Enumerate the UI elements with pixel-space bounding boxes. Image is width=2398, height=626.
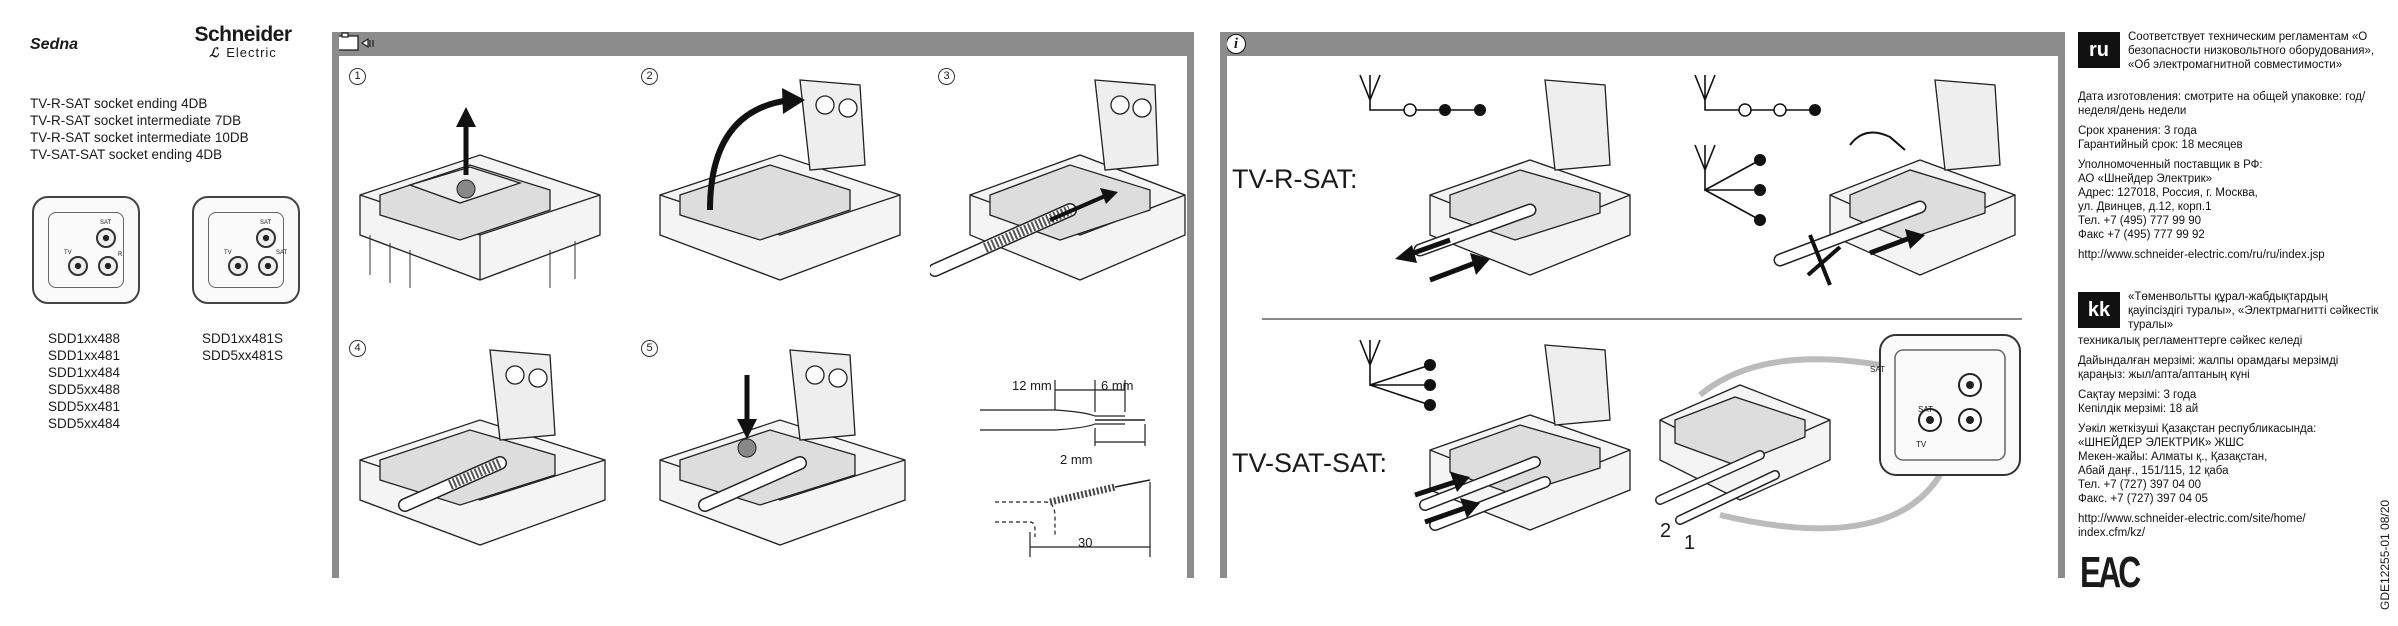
product-code: SDD5xx484: [48, 416, 121, 431]
ru-supplier-name: АО «Шнейдер Электрик»: [2078, 173, 2213, 185]
dimension-label: 2 mm: [1060, 452, 1093, 467]
step-1-remove-screw-drawing: [359, 107, 601, 288]
title-line: TV-R-SAT socket intermediate 10DB: [30, 130, 249, 145]
tv-sat-sat-connection-drawing: [1414, 344, 1631, 531]
eac-mark-icon: EAC: [2080, 548, 2141, 597]
info-right-border: [2058, 32, 2065, 578]
installation-header-bar: [332, 32, 1194, 56]
ru-address-2: ул. Двинцев, д.12, корп.1: [2078, 201, 2212, 213]
ending-antenna-chain-icon: [1359, 74, 1486, 117]
cable-number-label: 1: [1684, 532, 1696, 554]
title-line: TV-SAT-SAT socket ending 4DB: [30, 147, 223, 162]
step-5-tighten-screw-drawing: [659, 349, 906, 546]
installation-left-border: [332, 32, 339, 578]
ru-manufacture-date: Дата изготовления: смотрите на общей упа…: [2078, 91, 2366, 117]
kk-manufacture-date: Дайындалған мерзімі: жалпы орамдағы мерз…: [2078, 355, 2339, 381]
socket-cable-routing-drawing: [1655, 334, 2021, 532]
step-number: 2: [641, 68, 658, 85]
ru-supplier-title: Уполномоченный поставщик в РФ:: [2078, 159, 2263, 171]
kk-section: техникалық регламенттерге сәйкес келеді …: [2078, 334, 2383, 546]
dimension-label: 6 mm: [1101, 378, 1134, 393]
info-header-bar: i: [1220, 32, 2065, 56]
step-3-insert-cable-drawing: [930, 79, 1186, 281]
dimension-label: 30: [1078, 535, 1093, 550]
product-code: SDD1xx481S: [202, 331, 284, 346]
puzzle-tool-icon: [335, 32, 374, 51]
product-codes-right: SDD1xx481S SDD5xx481S: [202, 330, 283, 364]
brand-logo: Schneider ℒ Electric: [178, 24, 308, 60]
product-codes-left: SDD1xx488 SDD1xx481 SDD1xx484 SDD5xx488 …: [48, 330, 120, 432]
brand-sub: Electric: [226, 45, 277, 60]
socket-tv-sat-sat-illustration: SAT TV SAT: [192, 196, 300, 304]
tv-jack-icon: [228, 256, 248, 276]
title-line: TV-R-SAT socket intermediate 7DB: [30, 113, 242, 128]
intermediate-socket-connection-drawing: [1773, 79, 2016, 286]
info-left-border: [1220, 32, 1227, 578]
ru-phone: Тел. +7 (495) 777 99 90: [2078, 215, 2202, 227]
tv-sat-sat-label: TV-SAT-SAT:: [1232, 448, 1388, 478]
step-number: 4: [349, 340, 366, 357]
socket-label-tv: TV: [1916, 440, 1927, 449]
hand-icon: [1849, 131, 1906, 151]
sat-jack-icon: [256, 228, 276, 248]
kk-intro-2: техникалық регламенттерге сәйкес келеді: [2078, 335, 2303, 347]
info-icon: i: [1226, 34, 1246, 54]
kk-website-1: http://www.schneider-electric.com/site/h…: [2078, 513, 2306, 525]
ru-website: http://www.schneider-electric.com/ru/ru/…: [2078, 249, 2325, 261]
ru-fax: Факс +7 (495) 777 99 92: [2078, 229, 2205, 241]
step-4-close-cover-drawing: [359, 349, 606, 546]
sat-jack-icon: [258, 256, 278, 276]
kk-fax: Факс. +7 (727) 397 04 05: [2078, 493, 2208, 505]
kk-address-1: Мекен-жайы: Алматы қ., Қазақстан,: [2078, 451, 2268, 463]
language-badge-ru: ru: [2078, 32, 2120, 68]
schneider-logo-icon: ℒ: [209, 45, 220, 60]
kk-website-2: index.cfm/kz/: [2078, 527, 2146, 539]
brand-name: Schneider: [194, 23, 292, 46]
tv-sat-sat-faceplate-illustration: [1879, 334, 2021, 476]
kk-supplier-name: «ШНЕЙДЕР ЭЛЕКТРИК» ЖШС: [2078, 437, 2245, 449]
ru-section: Дата изготовления: смотрите на общей упа…: [2078, 90, 2383, 268]
installation-right-border: [1187, 32, 1194, 578]
product-code: SDD1xx484: [48, 365, 121, 380]
product-line: Sedna: [30, 36, 79, 53]
language-badge-kk: kk: [2078, 292, 2120, 328]
tv-jack-icon: [68, 256, 88, 276]
product-code: SDD1xx488: [48, 331, 121, 346]
intermediate-antenna-chain-icon: [1694, 74, 1821, 117]
ru-warranty: Гарантийный срок: 18 месяцев: [2078, 139, 2243, 151]
ru-address-1: Адрес: 127018, Россия, г. Москва,: [2078, 187, 2258, 199]
kk-intro: «Төменвольтты құрал-жабдықтардың қауіпсі…: [2128, 291, 2379, 331]
sat-jack-icon: [96, 228, 116, 248]
socket-label-sat: SAT: [1918, 405, 1933, 414]
socket-label-sat: SAT: [1870, 365, 1885, 374]
sat-sat-antenna-chain-icon: [1359, 339, 1436, 411]
product-code: SDD5xx488: [48, 382, 121, 397]
kk-phone: Тел. +7 (727) 397 04 00: [2078, 479, 2202, 491]
ru-intro: Соответствует техническим регламентам «О…: [2128, 31, 2375, 71]
kk-supplier-title: Уәкіл жеткізуші Қазақстан республикасынд…: [2078, 423, 2317, 435]
document-reference: GDE12255-01 08/20: [2378, 499, 2392, 610]
kk-address-2: Абай даңғ., 151/115, 12 қаба: [2078, 465, 2229, 477]
product-titles: TV-R-SAT socket ending 4DB TV-R-SAT sock…: [30, 95, 320, 163]
title-line: TV-R-SAT socket ending 4DB: [30, 96, 208, 111]
step-number: 5: [641, 340, 658, 357]
section-divider: [1262, 318, 2022, 320]
product-code: SDD1xx481: [48, 348, 121, 363]
dimension-label: 12 mm: [1012, 378, 1052, 393]
cable-number-label: 2: [1660, 520, 1672, 542]
socket-tv-r-sat-illustration: SAT TV R: [32, 196, 140, 304]
kk-warranty: Кепілдік мерзімі: 18 ай: [2078, 403, 2199, 415]
step-2-open-cover-drawing: [659, 79, 901, 281]
product-code: SDD5xx481: [48, 399, 121, 414]
step-number: 1: [349, 68, 366, 85]
product-code: SDD5xx481S: [202, 348, 284, 363]
cable-stripping-dimensions-drawing: [980, 380, 1151, 557]
ru-storage-term: Срок хранения: 3 года: [2078, 125, 2197, 137]
tv-r-sat-label: TV-R-SAT:: [1232, 164, 1358, 194]
splitter-antenna-icon: [1694, 144, 1766, 226]
step-number: 3: [938, 68, 955, 85]
r-jack-icon: [98, 256, 118, 276]
kk-storage-term: Сақтау мерзімі: 3 года: [2078, 389, 2197, 401]
ending-socket-connection-drawing: [1395, 79, 1631, 283]
